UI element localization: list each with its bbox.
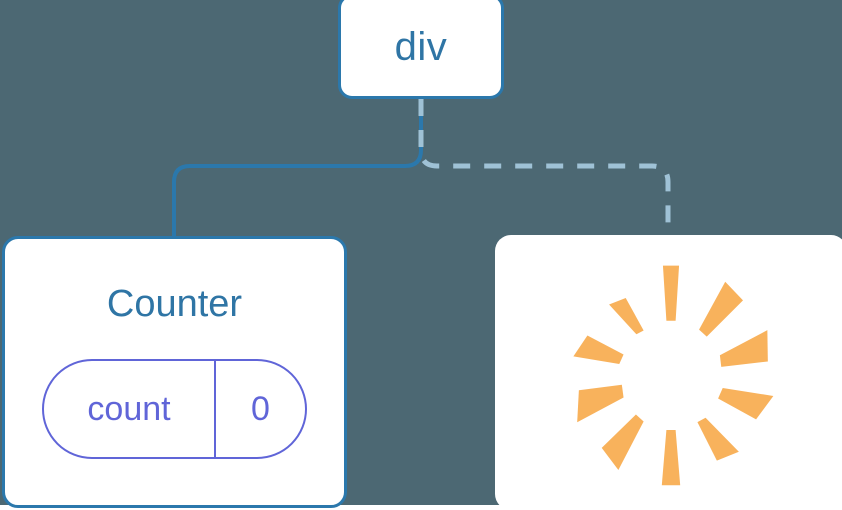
state-value-label: 0 xyxy=(251,390,270,428)
node-div-title: div xyxy=(394,24,448,69)
edge-div-to-counter xyxy=(172,99,423,238)
state-pill-count[interactable]: count 0 xyxy=(42,359,307,459)
edge-div-to-loading xyxy=(418,99,671,238)
node-counter-title: Counter xyxy=(106,283,243,325)
node-counter[interactable]: Counter count 0 xyxy=(2,236,347,508)
node-loading[interactable] xyxy=(495,235,842,510)
state-key-label: count xyxy=(44,361,216,457)
node-div[interactable]: div xyxy=(338,0,504,99)
spinner-burst-icon xyxy=(573,265,774,485)
